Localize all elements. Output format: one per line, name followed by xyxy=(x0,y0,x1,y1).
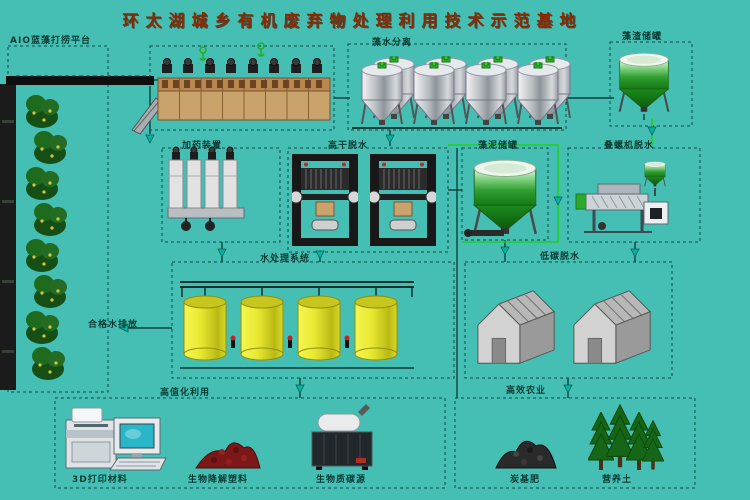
filter-press-1 xyxy=(292,154,358,246)
greenhouse xyxy=(573,290,651,364)
printer-3d xyxy=(65,407,117,469)
zone-dewatering xyxy=(287,147,449,253)
mud-storage-tank xyxy=(464,158,538,237)
bioplastic-pile xyxy=(195,442,261,469)
biomass-carbon-machine xyxy=(311,404,373,470)
page-title: 环太湖城乡有机废弃物处理利用技术示范基地 xyxy=(122,11,583,30)
pretreatment-building xyxy=(131,42,331,135)
zone-screw-press xyxy=(567,147,701,243)
arrow-down-icon xyxy=(553,196,563,206)
arrow-down-icon xyxy=(563,384,573,394)
label-agriculture: 高效农业 xyxy=(506,386,547,396)
label-water-treatment: 水处理系统 xyxy=(260,254,311,264)
label-algae-platform: AIO蓝藻打捞平台 xyxy=(10,36,91,46)
arrow-down-icon xyxy=(315,250,325,260)
screw-press-machine xyxy=(575,161,669,233)
zone-residue-tank xyxy=(609,41,693,127)
label-screw-press: 叠螺机脱水 xyxy=(604,141,655,151)
computer xyxy=(109,417,167,471)
label-nutrient-soil: 营养土 xyxy=(602,475,633,485)
treatment-tank xyxy=(297,295,341,361)
label-dosing: 加药装置 xyxy=(182,141,223,151)
zone-platform xyxy=(7,45,109,393)
label-carbon-fertilizer: 炭基肥 xyxy=(510,475,541,485)
drying-greenhouses xyxy=(477,290,651,364)
treatment-tank xyxy=(183,295,227,361)
algae-platform xyxy=(0,75,154,390)
tank-valves xyxy=(230,335,350,348)
residue-storage-tank xyxy=(618,52,670,113)
label-low-carbon: 低碳脱水 xyxy=(540,252,581,262)
label-residue-tank: 藻渣储罐 xyxy=(622,32,663,42)
treatment-tank xyxy=(240,295,284,361)
label-algae-separation: 藻水分离 xyxy=(372,38,413,48)
zone-water-treatment xyxy=(171,261,455,379)
filter-press-2 xyxy=(370,154,436,246)
label-dewatering: 高干脱水 xyxy=(328,141,369,151)
treatment-tank xyxy=(354,295,398,361)
label-water-discharge: 合格水排放 xyxy=(88,320,139,330)
greenhouse xyxy=(477,290,555,364)
label-3d-printing: 3D打印材料 xyxy=(72,475,128,485)
separation-tanks xyxy=(360,56,571,127)
zone-dosing xyxy=(161,147,281,243)
arrow-down-icon xyxy=(217,248,227,258)
roof-motors xyxy=(162,58,322,73)
label-high-value: 高值化利用 xyxy=(160,388,211,398)
zone-mud-tank xyxy=(461,147,549,241)
label-bio-plastic: 生物降解塑料 xyxy=(188,475,249,485)
screw-press-hopper xyxy=(644,161,666,187)
salvage-boom xyxy=(6,76,154,85)
label-mud-tank: 藻泥储罐 xyxy=(478,141,519,151)
nutrient-soil-trees xyxy=(588,404,664,470)
water-treatment-tanks xyxy=(180,281,414,369)
arrow-down-icon xyxy=(295,384,305,394)
label-biomass-carbon: 生物质碳源 xyxy=(316,475,367,485)
arrow-down-icon xyxy=(145,134,155,144)
carbon-fertilizer-pile xyxy=(495,440,557,469)
arrow-down-icon xyxy=(500,246,510,256)
crane-hook-icon xyxy=(199,42,265,61)
arrow-down-icon xyxy=(385,134,395,144)
zone-agriculture xyxy=(454,397,696,489)
arrow-down-icon xyxy=(647,126,657,136)
zone-high-value-use xyxy=(54,397,446,489)
arrow-down-icon xyxy=(630,248,640,258)
dosing-device xyxy=(167,146,245,231)
